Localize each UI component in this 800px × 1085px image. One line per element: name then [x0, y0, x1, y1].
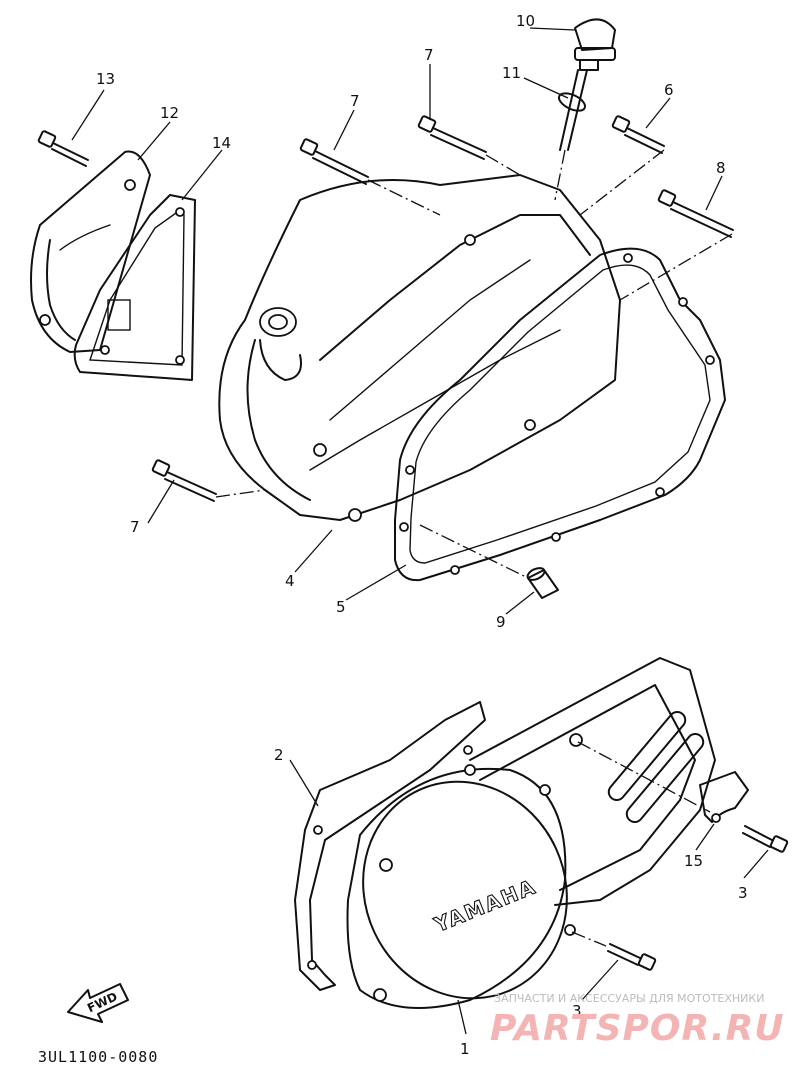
- callout-3-bottom: 3: [572, 1002, 582, 1020]
- callout-13: 13: [96, 70, 115, 88]
- part-7-bolt-top-center[interactable]: [417, 115, 487, 160]
- part-7-bolt-left[interactable]: [151, 459, 217, 502]
- part-11-o-ring[interactable]: [556, 90, 587, 115]
- part-1-crankcase-cover[interactable]: YAMAHA: [328, 657, 716, 1032]
- part-14-small-gasket[interactable]: [73, 194, 196, 381]
- part-4-crankcase-cover[interactable]: [218, 174, 621, 522]
- callout-3-right: 3: [738, 884, 748, 902]
- callout-7-bottom: 7: [130, 518, 140, 536]
- callout-8: 8: [716, 159, 726, 177]
- callout-12: 12: [160, 104, 179, 122]
- part-10-dipstick[interactable]: [559, 18, 616, 151]
- part-2-cover-gasket[interactable]: [294, 701, 486, 991]
- callout-5: 5: [336, 598, 346, 616]
- callout-labels: 13 12 14 7 7 7 10 11 6 8 4 5 9 2 15 3 3 …: [96, 12, 748, 1058]
- watermark: ЗАПЧАСТИ И АКСЕССУАРЫ ДЛЯ МОТОТЕХНИКИ PA…: [490, 992, 785, 1049]
- diagram-code: 3UL1100-0080: [38, 1048, 158, 1066]
- part-3-bolt-right[interactable]: [742, 825, 789, 853]
- callout-15: 15: [684, 852, 703, 870]
- callout-2: 2: [274, 746, 284, 764]
- part-9-dowel[interactable]: [526, 566, 559, 599]
- yamaha-logo: YAMAHA: [430, 874, 540, 937]
- assembly-lines-top: [215, 149, 733, 579]
- part-3-bolt-bottom[interactable]: [607, 943, 657, 971]
- callout-10: 10: [516, 12, 535, 30]
- callout-7-left: 7: [350, 92, 360, 110]
- callout-1: 1: [460, 1040, 470, 1058]
- part-15-clamp[interactable]: [699, 771, 749, 823]
- part-7-bolt-top-left[interactable]: [299, 138, 369, 185]
- watermark-brand: PARTSPOR.RU: [490, 1008, 785, 1049]
- part-5-large-gasket[interactable]: [394, 247, 726, 582]
- assembly-lines-bottom: [571, 741, 711, 947]
- callout-4: 4: [285, 572, 295, 590]
- leader-lines: [71, 27, 769, 1035]
- part-6-bolt[interactable]: [611, 115, 665, 154]
- part-8-bolt[interactable]: [657, 189, 734, 238]
- callout-14: 14: [212, 134, 231, 152]
- part-12-small-cover[interactable]: [30, 150, 151, 353]
- callout-11: 11: [502, 64, 521, 82]
- forward-arrow-icon: FWD: [67, 983, 129, 1023]
- callout-6: 6: [664, 81, 674, 99]
- part-13-bolt[interactable]: [37, 130, 89, 167]
- callout-9: 9: [496, 613, 506, 631]
- watermark-tagline: ЗАПЧАСТИ И АКСЕССУАРЫ ДЛЯ МОТОТЕХНИКИ: [494, 992, 764, 1005]
- callout-7-top: 7: [424, 46, 434, 64]
